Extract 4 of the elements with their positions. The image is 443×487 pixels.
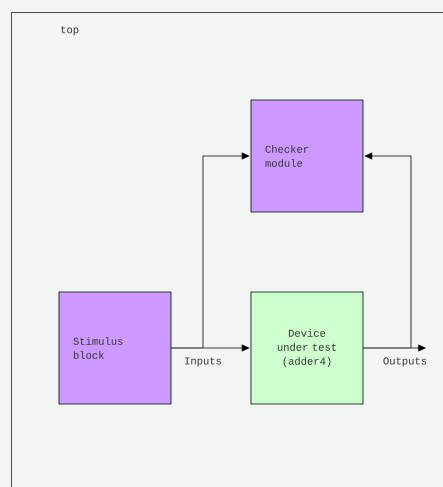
module-box: Stimulus block xyxy=(58,292,172,404)
module-box: Device under test (adder4) xyxy=(250,292,364,404)
edge-label: Inputs xyxy=(183,356,223,368)
module-box: Checker module xyxy=(250,100,364,212)
